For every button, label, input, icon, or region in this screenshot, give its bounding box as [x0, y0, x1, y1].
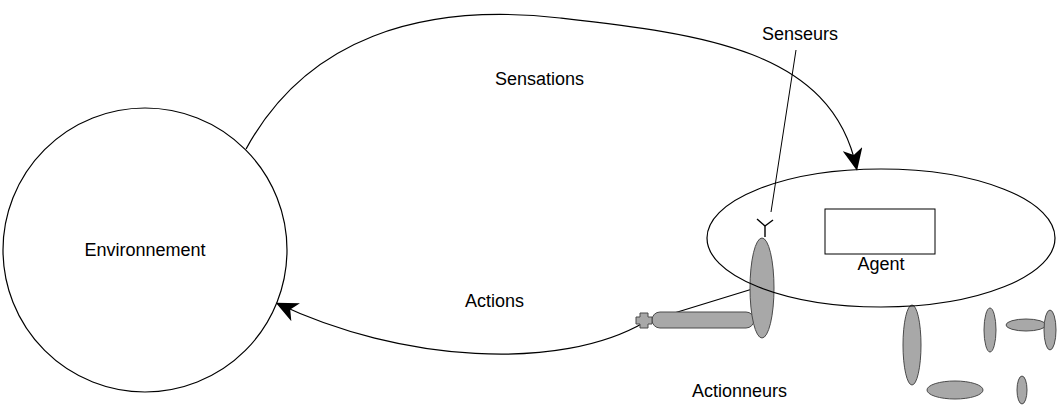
flow-arrow — [278, 287, 758, 354]
node-label: Environnement — [84, 240, 205, 261]
part-label: Senseurs — [762, 24, 838, 46]
flow-arrow — [246, 14, 857, 168]
agent-ellipse: Agent — [706, 168, 1056, 308]
edge-label: Sensations — [492, 69, 587, 91]
edge-label: Actions — [462, 291, 527, 313]
part-label: Actionneurs — [692, 381, 787, 403]
node-label: Agent — [706, 254, 1056, 275]
agent-core-box — [825, 209, 935, 254]
environment-circle: Environnement — [2, 107, 288, 393]
sensor-symbol — [757, 219, 773, 237]
actuator-shapes — [636, 238, 1056, 404]
outline — [706, 168, 1056, 308]
leader-line — [771, 50, 796, 212]
